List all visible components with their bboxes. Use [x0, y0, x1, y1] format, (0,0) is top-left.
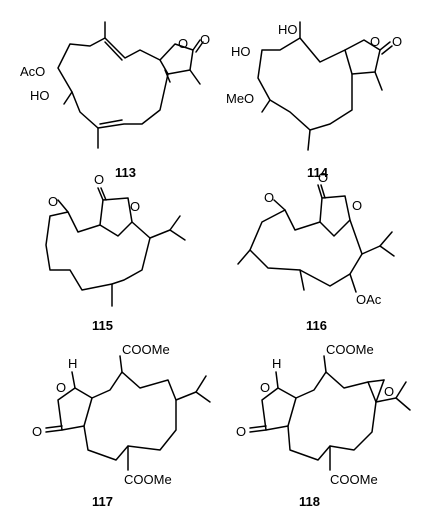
compound-116: O O O OAc 116	[237, 170, 395, 333]
ester-top-label-118: COOMe	[326, 342, 374, 357]
ester-top-label-117: COOMe	[122, 342, 170, 357]
compound-number-117: 117	[92, 494, 113, 509]
hydrogen-label-118: H	[272, 356, 281, 371]
hydroxy-label-113: HO	[30, 88, 50, 103]
o-ring-113: O	[178, 36, 188, 51]
o-carbonyl-116: O	[318, 170, 328, 185]
compound-number-115: 115	[92, 318, 113, 333]
o-ketone-116: O	[264, 190, 274, 205]
compound-118: O O O H COOMe COOMe 118	[236, 342, 411, 509]
o-ring-117: O	[56, 380, 66, 395]
hydroxy-top-label-114: HO	[278, 22, 298, 37]
ester-bottom-label-118: COOMe	[330, 472, 378, 487]
compound-117: O O H COOMe COOMe 117	[32, 342, 211, 509]
o-ring-115: O	[130, 199, 140, 214]
o-ring-114: O	[370, 34, 380, 49]
o-carbonyl-117: O	[32, 424, 42, 439]
o-ring-116: O	[352, 198, 362, 213]
o-ketone-115: O	[48, 194, 58, 209]
o-ring-118: O	[260, 380, 270, 395]
ester-bottom-label-117: COOMe	[124, 472, 172, 487]
compound-115: O O O 115	[45, 172, 186, 333]
compound-number-116: 116	[306, 318, 327, 333]
compound-number-113: 113	[115, 165, 136, 180]
hydroxy-mid-label-114: HO	[231, 44, 251, 59]
compound-number-118: 118	[299, 494, 320, 509]
acetoxy-label-116: OAc	[356, 292, 382, 307]
methoxy-label-114: MeO	[226, 91, 254, 106]
acetoxy-label-113: AcO	[20, 64, 45, 79]
o-carbonyl-115: O	[94, 172, 104, 187]
compound-113: O O AcO HO 113	[20, 21, 210, 180]
hydrogen-label-117: H	[68, 356, 77, 371]
compound-number-114: 114	[307, 165, 329, 180]
o-carbonyl-113: O	[200, 32, 210, 47]
compound-114: O O HO HO MeO 114	[226, 21, 402, 180]
o-epoxide-118: O	[384, 384, 394, 399]
o-carbonyl-118: O	[236, 424, 246, 439]
o-carbonyl-114: O	[392, 34, 402, 49]
